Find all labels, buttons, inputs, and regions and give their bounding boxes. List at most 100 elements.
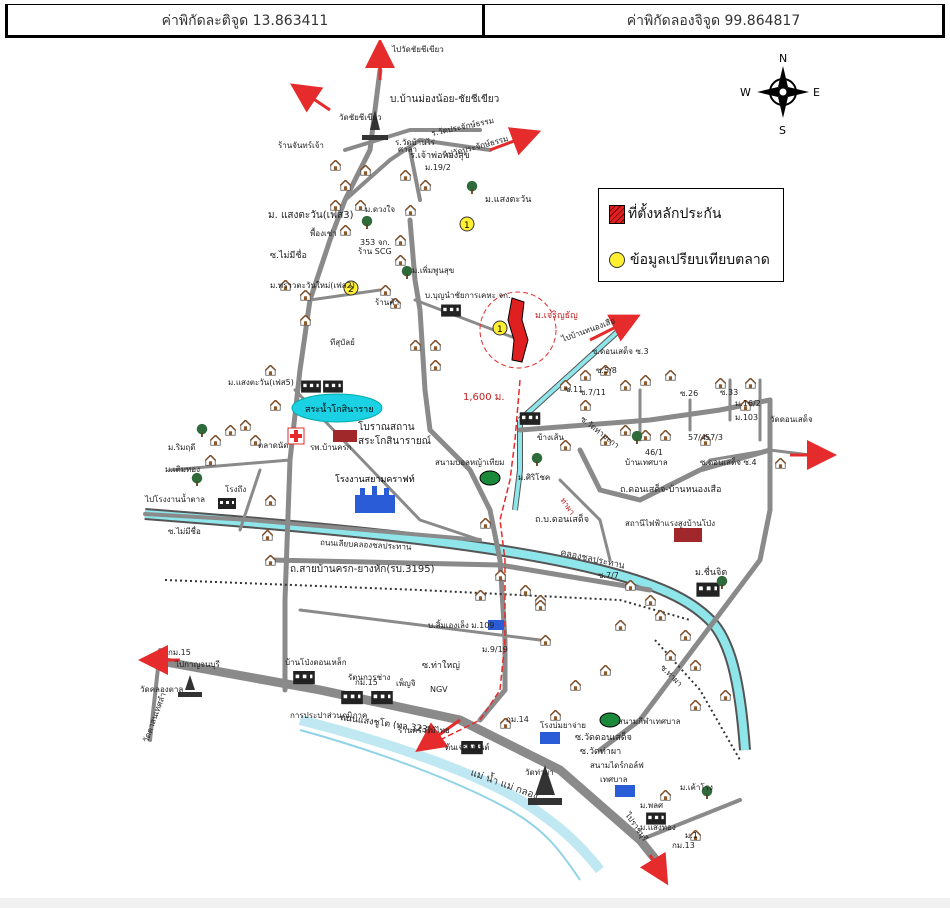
label-shop: ร้านค้า: [375, 298, 399, 307]
legend-row-location: ที่ตั้งหลักประกัน: [609, 203, 721, 225]
legend-market-label: ข้อมูลเปรียบเทียบตลาด: [630, 252, 770, 268]
label-ban-mong: บ.บ้านม่องน้อย-ชัยชีเขียว: [390, 93, 499, 105]
label-m919: ม.9/19: [482, 645, 508, 654]
legend-location-swatch: [609, 204, 625, 224]
label-scg2: ร้าน SCG: [358, 247, 392, 256]
boran-building: [333, 430, 357, 442]
label-wat-chai: วัดชัยชีเขียว: [339, 113, 382, 122]
latitude-cell: ค่าพิกัดละติจูด 13.863411: [5, 5, 485, 36]
subject-marker: [492, 320, 508, 336]
label-sirichok: ม.ศิริโชค: [518, 472, 550, 482]
label-khlong-sai: ข้างเส้น: [537, 433, 564, 442]
label-m-kha: ม.เค้าโรง: [680, 782, 713, 792]
label-tha-pha: ท่าผา: [558, 496, 576, 517]
label-saengtawan: ม.แสงตะวัน: [485, 195, 531, 205]
label-soi-mai: ซ.ไม่มีชื่อ: [168, 525, 201, 536]
label-factory-small: โรงถึง: [225, 484, 246, 494]
route-path: [439, 379, 521, 741]
exit-arrows: [138, 40, 837, 886]
longitude-label: ค่าพิกัดลองจิจูด 99.864817: [626, 12, 801, 29]
label-tha-yai: ซ.ท่าใหญ่: [422, 660, 460, 671]
label-distance: 1,600 ม.: [463, 392, 505, 403]
label-wat-chaiyo: บ.สิ้มเองเล็ง ม.109: [428, 619, 494, 630]
label-s57: 57/4: [688, 433, 706, 442]
label-top-road: ไปวัดชัยชีเขียว: [391, 45, 444, 54]
label-pasi: โรงบ่มยาจ่าย: [540, 720, 586, 730]
location-map: แม่ น้ำ แม่ กลอง คลองชลประทาน: [138, 40, 837, 886]
label-power: สถานีไฟฟ้าแรงสูงบ้านโป่ง: [625, 518, 715, 529]
label-scg: 353 จก.: [360, 238, 390, 247]
subject-parcel: [507, 297, 529, 363]
temples: [178, 110, 562, 805]
label-road-3195: ถ.สายบ้านครก-ยางหัก(รบ.3195): [290, 563, 435, 575]
label-km15b: กม.15: [355, 678, 378, 687]
label-s711: ซ.7/11: [580, 388, 606, 397]
compass-e: E: [813, 86, 820, 99]
label-ngv: NGV: [430, 685, 448, 694]
label-km1: ม.1: [685, 831, 698, 840]
label-pho-thong: ร.เจ้าพ่อทองสุข: [410, 150, 470, 161]
label-mai-mi: ซ.ไม่มีชื่อ: [270, 248, 307, 261]
label-km14: กม.14: [506, 715, 529, 724]
lake: [291, 393, 383, 423]
market-marker-1-label: 1: [464, 221, 470, 231]
label-pakthong: บ้านเทศบาล: [625, 458, 668, 467]
label-s103: ม.103: [735, 413, 758, 422]
factory-label: โรงงานสยามคราฟท์: [335, 473, 415, 485]
label-ban-tha: ร.วัดบ้านไร่: [395, 138, 436, 147]
railway: [164, 579, 741, 761]
label-boran2: สระโกสินารายณ์: [358, 434, 431, 447]
label-donsadet-main: ถ.บ.ดอนเสด็จ: [535, 512, 589, 525]
label-saengtawan-phase: ม. แสงตะวัน(เฟส3): [268, 210, 354, 221]
label-charoen: ต้นเจริญยนต์: [445, 742, 490, 752]
label-tisuban: ทีสุบัลย์: [330, 337, 355, 347]
label-rattana: รัตนการช่าง: [348, 673, 391, 682]
compass-s: S: [779, 124, 786, 137]
lake-label: สระน้ำโกสินาราย: [305, 402, 374, 415]
label-s5: ซ.5/8: [596, 366, 617, 375]
label-wat-donsadet: วัดดอนเสด็จ: [770, 414, 813, 424]
label-s33: ซ.33: [720, 388, 738, 397]
label-sala: ศาลา: [398, 145, 417, 154]
label-chuen: ม.ชื่นจิต: [695, 565, 727, 578]
label-m192: ม.19/2: [425, 163, 451, 172]
label-km13: กม.13: [672, 841, 695, 850]
label-phoemphun: ม.เพิ่มพูนสุข: [412, 264, 454, 276]
label-boran: โบราณสถาน: [358, 420, 415, 433]
label-duang-dao: ม.ดวงใจ: [365, 205, 395, 214]
label-tha-ma-soi: ซ.วัดท่าผา: [580, 747, 621, 757]
label-s77: ซ.7/7: [598, 571, 619, 580]
label-phat: ม.แสงทอง: [640, 823, 676, 832]
label-stadium: สนามบอลหญ้าเทียม: [435, 458, 504, 467]
legend-location-label: ที่ตั้งหลักประกัน: [628, 206, 722, 222]
label-phraw: ม.พราวตะวันใหม่(เฟส2): [270, 281, 355, 290]
legend-market-swatch: [609, 252, 625, 268]
label-chanthet: ร้านจันทร์เจ้า: [278, 140, 324, 150]
label-m-phc: ม.พลศ: [640, 801, 663, 810]
longitude-cell: ค่าพิกัดลองจิจูด 99.864817: [485, 5, 945, 36]
stadium: [479, 470, 621, 728]
label-donsadet4: ซ.ดอนเสด็จ ซ.4: [700, 457, 757, 467]
legend-row-market: ข้อมูลเปรียบเทียบตลาด: [609, 249, 770, 271]
label-s26: ซ.26: [680, 389, 698, 398]
label-prachaksa: ร.วัดประจักษ์ธรรม: [430, 115, 494, 138]
footer-strip: [0, 898, 950, 908]
label-to-factory: ไปโรงงานน้ำตาล: [144, 493, 205, 504]
label-km15: กม.15: [168, 648, 191, 657]
label-golf: สนามไดร์กอล์ฟ: [590, 760, 644, 770]
label-s573: 57/3: [705, 433, 723, 442]
factory: [355, 486, 395, 513]
label-ban-pong: พื้องเช่า: [310, 227, 337, 238]
latitude-label: ค่าพิกัดละติจูด 13.863411: [161, 12, 329, 29]
label-pong: บ้านโป่งดอนเหล็ก: [285, 657, 347, 667]
coordinate-bar: ค่าพิกัดละติจูด 13.863411 ค่าพิกัดลองจิจ…: [5, 4, 945, 38]
buildings: [218, 304, 720, 825]
label-saengtawan5: ม.แสงตะวัน(เฟส5): [228, 378, 294, 387]
compass-w: W: [740, 86, 751, 99]
compass: N S E W: [740, 52, 820, 137]
label-m46: 46/1: [645, 448, 663, 457]
label-tesaban: เทศบาล: [600, 775, 628, 784]
label-niyakhet: ม.เจริญธัญ: [535, 310, 578, 321]
hospital: [287, 427, 305, 445]
subject-marker-label: 1: [497, 325, 503, 335]
